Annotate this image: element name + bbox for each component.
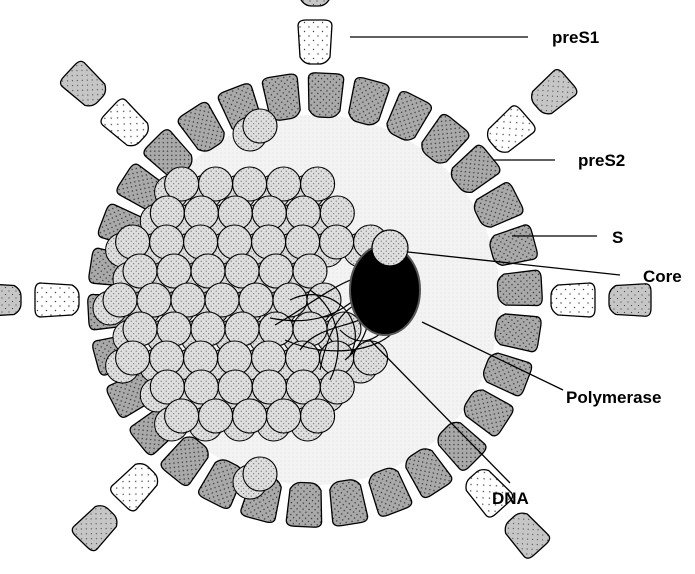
core-subunit	[252, 225, 286, 259]
pres2-subunit	[99, 97, 154, 152]
pres1-subunit	[526, 67, 579, 119]
pres2-subunit	[298, 20, 332, 64]
envelope-subunit	[327, 478, 369, 527]
core-subunit	[267, 399, 301, 433]
core-subunit	[165, 399, 199, 433]
label-core: Core	[643, 267, 682, 286]
core-subunit	[320, 225, 354, 259]
label-pres1: preS1	[552, 28, 599, 47]
core-subunit	[150, 225, 184, 259]
core-subunit	[286, 225, 320, 259]
core-subunit	[233, 399, 267, 433]
core-subunit	[191, 312, 225, 346]
core-subunit	[218, 225, 252, 259]
core-subunit	[243, 109, 277, 143]
core-subunit	[157, 312, 191, 346]
core-subunit	[199, 399, 233, 433]
label-pres2: preS2	[578, 151, 625, 170]
label-s: S	[612, 228, 623, 247]
pres2-subunit	[108, 458, 163, 513]
pres2-subunit	[35, 283, 79, 317]
pres1-subunit	[299, 0, 331, 6]
core-subunit-highlight	[372, 230, 408, 266]
core-subunit	[243, 457, 277, 491]
core-subunit	[123, 312, 157, 346]
core-subunit	[301, 399, 335, 433]
envelope-subunit	[493, 311, 542, 353]
pres1-subunit	[0, 284, 21, 316]
pres2-subunit	[551, 283, 595, 317]
core-subunit	[320, 370, 354, 404]
pres1-subunit	[70, 500, 123, 553]
pres1-subunit	[609, 284, 651, 316]
pres1-subunit	[58, 59, 111, 111]
core-subunit	[103, 283, 137, 317]
label-polymerase: Polymerase	[566, 388, 661, 407]
core-subunit	[225, 312, 259, 346]
pres1-subunit	[500, 508, 552, 561]
label-dna: DNA	[492, 489, 529, 508]
envelope-subunit	[286, 482, 324, 528]
core-subunit	[116, 341, 150, 375]
envelope-subunit	[306, 72, 344, 118]
envelope-subunit	[497, 270, 543, 308]
pres2-subunit	[482, 103, 537, 157]
core-subunit	[184, 225, 218, 259]
core-subunit	[116, 225, 150, 259]
